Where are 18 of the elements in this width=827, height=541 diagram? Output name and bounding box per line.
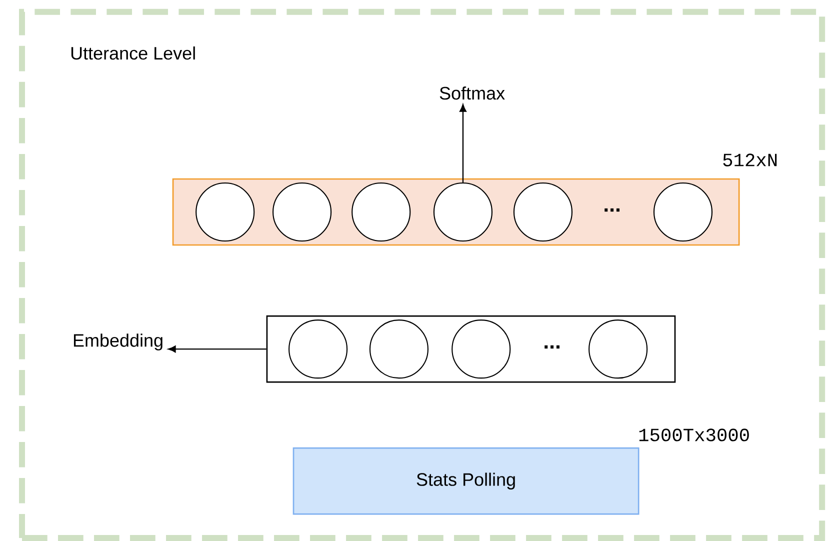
arrow (460, 104, 466, 182)
neuron-circle (653, 182, 713, 242)
arrow (168, 346, 266, 353)
output-label: Softmax (440, 86, 505, 100)
dimension-label: 1500Tx3000 (639, 428, 749, 442)
neuron-circle (369, 320, 428, 379)
neuron-circle (196, 182, 255, 242)
neuron-circle (433, 182, 493, 242)
neuron-circle (352, 182, 411, 242)
neuron-circle (452, 320, 511, 379)
neuron-circle (588, 320, 648, 379)
neuron-circle (288, 320, 348, 379)
frame-title: Utterance Level (71, 46, 195, 60)
neuron-circle (513, 182, 573, 242)
pooling-box: Stats Polling (292, 447, 640, 515)
dimension-label: 512xN (723, 154, 777, 166)
neuron-circle (272, 182, 332, 242)
output-label: Embedding (74, 334, 162, 350)
